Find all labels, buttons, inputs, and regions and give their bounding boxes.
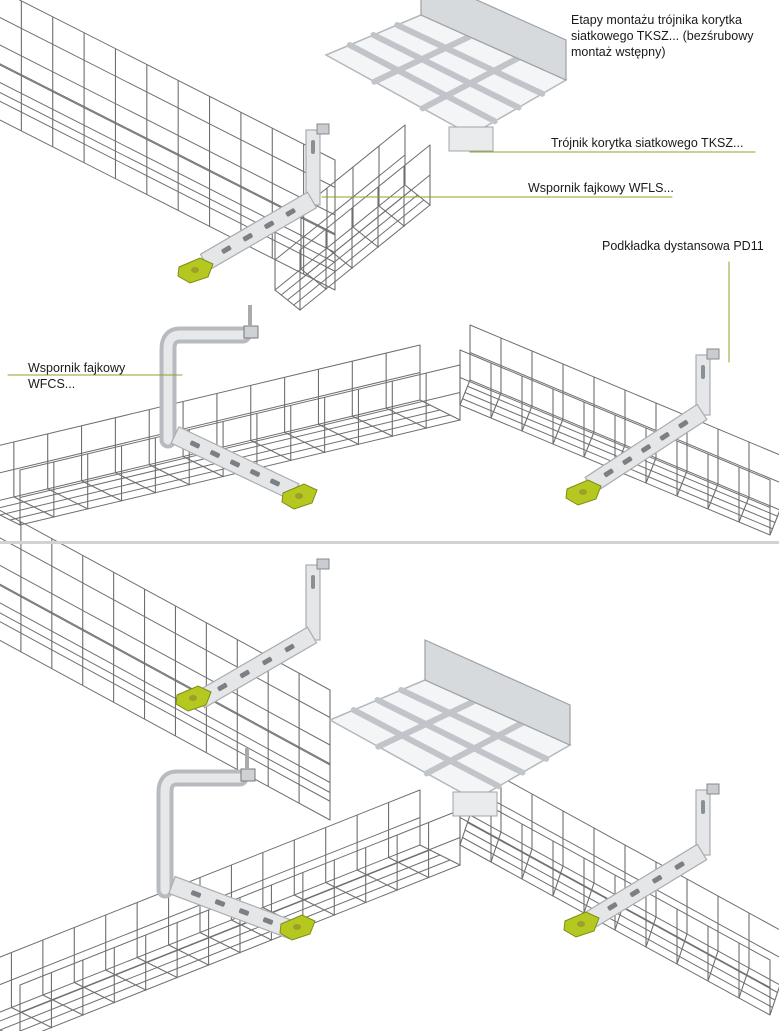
bottom-main-tray-right [459,759,779,1016]
leader-lines [7,151,756,376]
spacer-label: Podkładka dystansowa PD11 [602,239,764,253]
spacer-bottom-2 [279,914,316,941]
wfcs-bracket-label-line2: WFCS... [28,377,76,391]
spacer-top-1 [177,257,214,284]
panel-divider [0,541,779,544]
top-main-tray-left [0,0,336,291]
wfls-bracket-arm-bottom [194,626,318,709]
wfcs-bracket-bottom [156,748,256,899]
wfcs-bracket-arm-top [170,426,300,501]
tee-element-top [324,0,568,152]
wfcs-bracket-top [159,305,259,449]
bottom-left-branch-tray [0,789,461,1031]
assembly-stages-title: Etapy montażu trójnika korytka siatkoweg… [571,13,754,59]
spacer-bottom-1 [175,685,212,712]
wfls-bracket-post-top [305,123,330,206]
wfls-bracket-post-bottom-right [695,783,720,856]
mounting-parts [156,0,720,941]
wfls-bracket-post-right [695,348,720,416]
wfls-bracket-post-bottom [305,558,330,641]
spacer-top-2 [281,483,318,510]
tee-element-bottom [328,639,572,817]
spacer-bottom-3 [563,911,600,938]
wfls-bracket-label: Wspornik fajkowy WFLS... [528,181,674,195]
tee-label: Trójnik korytka siatkowego TKSZ... [551,136,744,150]
spacer-top-3 [565,479,602,506]
top-main-tray-right [274,124,431,312]
top-right-tray [459,324,779,536]
wfls-bracket-arm-right [584,403,708,494]
wfcs-bracket-label-line1: Wspornik fajkowy [28,361,126,375]
